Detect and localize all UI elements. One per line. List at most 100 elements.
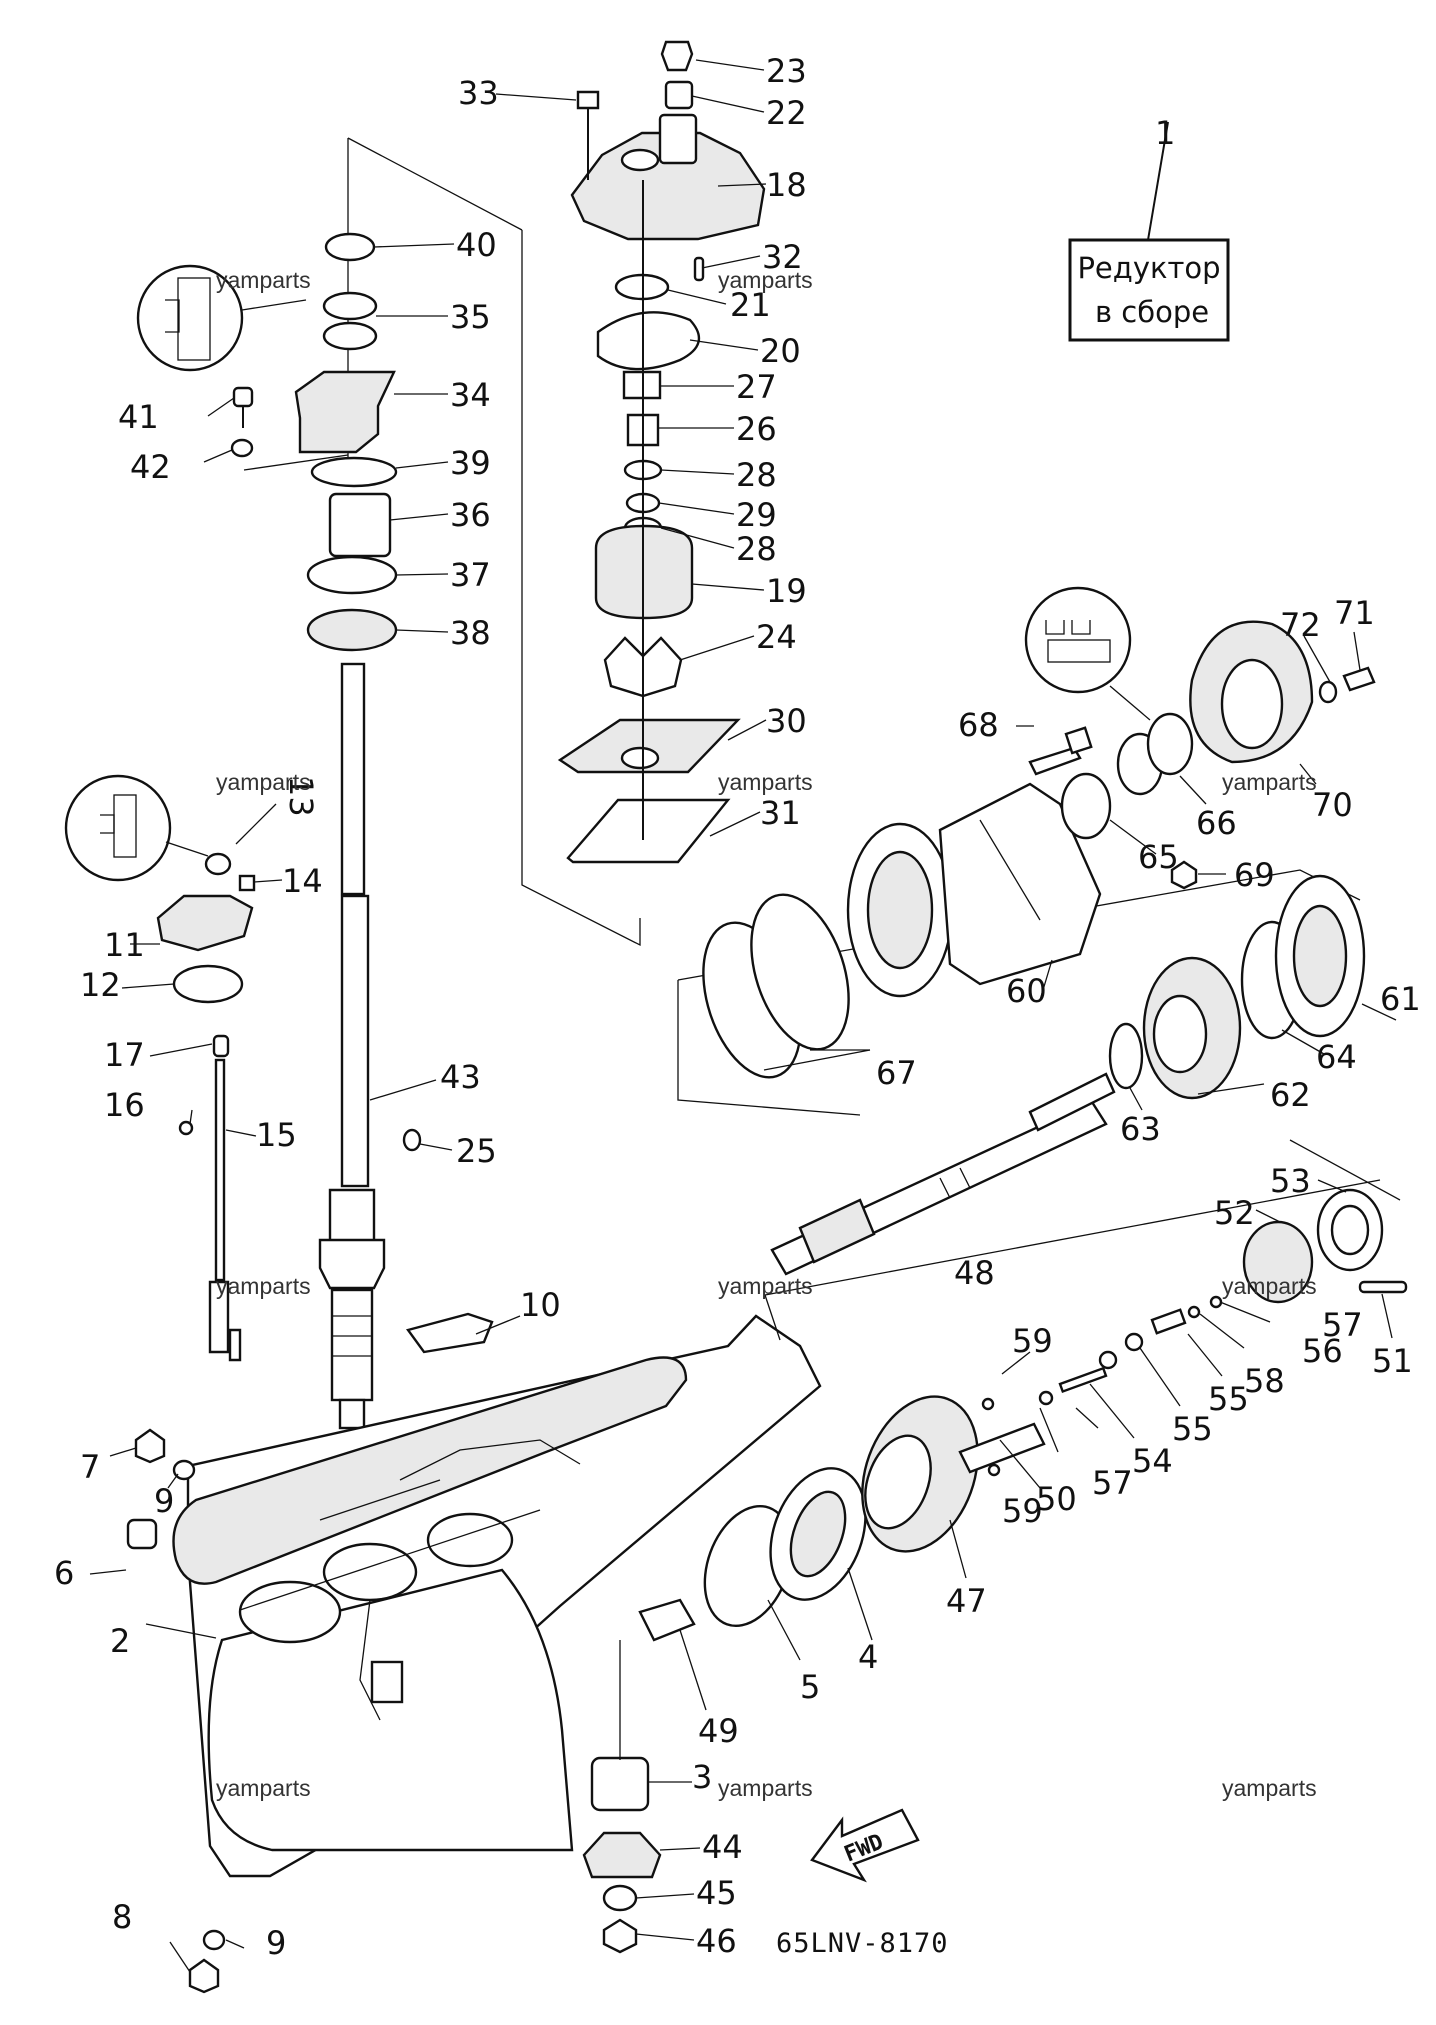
- gasket-9b: [202, 1929, 226, 1951]
- assembly-box: Редуктор в сборе: [1068, 121, 1230, 342]
- part-label-28a: 28: [736, 456, 777, 494]
- part-label-61: 61: [1380, 980, 1421, 1018]
- watermark: yamparts: [1222, 1273, 1317, 1299]
- drive-shaft-parts: [136, 232, 422, 1430]
- part-label-65: 65: [1138, 838, 1179, 876]
- part-label-46: 46: [696, 1922, 737, 1960]
- part-label-34: 34: [450, 376, 491, 414]
- watermark: yamparts: [216, 769, 311, 795]
- part-label-56: 56: [1302, 1332, 1343, 1370]
- outer-plate-30: [557, 718, 741, 774]
- part-label-43: 43: [440, 1058, 481, 1096]
- seal-66b: [1146, 712, 1194, 776]
- o-ring-12: [172, 964, 244, 1004]
- watermark: yamparts: [718, 267, 813, 293]
- group-outline-drive-shaft: [243, 137, 641, 947]
- part-label-8: 8: [112, 1898, 132, 1936]
- part-label-13: 13: [282, 776, 320, 817]
- part-label-15: 15: [256, 1116, 297, 1154]
- grommet-10: [406, 1312, 494, 1354]
- part-label-70: 70: [1312, 786, 1353, 824]
- o-ring-67b: [750, 893, 850, 1051]
- pin-59a: [981, 1397, 995, 1411]
- part-label-1: 1: [1155, 114, 1175, 152]
- plug-8: [188, 1958, 220, 1994]
- boot-11: [156, 894, 254, 952]
- watermarks: yamparts yamparts yamparts yamparts yamp…: [216, 267, 1317, 1801]
- plug-69: [1170, 860, 1198, 890]
- part-label-71: 71: [1334, 594, 1375, 632]
- detail-circle-13: [64, 774, 172, 882]
- bolt-14: [238, 874, 256, 892]
- pin-25: [402, 1128, 422, 1152]
- grommet-23: [660, 40, 694, 72]
- part-label-58: 58: [1244, 1362, 1285, 1400]
- propeller-shaft-48: [770, 1072, 1116, 1276]
- fwd-arrow: FWD: [810, 1808, 920, 1883]
- part-label-53: 53: [1270, 1162, 1311, 1200]
- washer-55a: [1098, 1350, 1118, 1370]
- cap-6: [126, 1518, 158, 1550]
- watermark: yamparts: [718, 1775, 813, 1801]
- sleeve-22: [664, 80, 694, 110]
- part-label-48: 48: [954, 1254, 995, 1292]
- spring-58: [1150, 1308, 1187, 1335]
- watermark: yamparts: [1222, 1775, 1317, 1801]
- part-label-35: 35: [450, 298, 491, 336]
- part-label-50: 50: [1036, 1480, 1077, 1518]
- water-pump-parts: [557, 40, 766, 864]
- part-label-60: 60: [1006, 972, 1047, 1010]
- bearing-3: [590, 1756, 650, 1812]
- part-label-55b: 55: [1208, 1380, 1249, 1418]
- part-label-32: 32: [762, 238, 803, 276]
- bushing-38: [306, 608, 398, 652]
- clip-16: [178, 1120, 194, 1136]
- part-label-31: 31: [760, 794, 801, 832]
- o-ring-39: [310, 456, 398, 488]
- part-label-26: 26: [736, 410, 777, 448]
- part-label-57a: 57: [1092, 1464, 1133, 1502]
- needle-bearing-65: [1060, 772, 1112, 840]
- part-label-27: 27: [736, 368, 777, 406]
- part-label-45: 45: [696, 1874, 737, 1912]
- dog-clutch-50: [958, 1422, 1046, 1474]
- part-label-19: 19: [766, 572, 807, 610]
- watermark: yamparts: [216, 1273, 311, 1299]
- part-label-66: 66: [1196, 804, 1237, 842]
- part-label-14: 14: [282, 862, 323, 900]
- pinion-parts: [582, 1640, 662, 1954]
- part-label-54: 54: [1132, 1442, 1173, 1480]
- part-label-69: 69: [1234, 856, 1275, 894]
- part-label-68: 68: [958, 706, 999, 744]
- watermark: yamparts: [216, 1775, 311, 1801]
- pin-59b: [987, 1463, 1001, 1477]
- bolt-33: [576, 90, 600, 110]
- part-label-5: 5: [800, 1668, 820, 1706]
- part-label-10: 10: [520, 1286, 561, 1324]
- part-label-4: 4: [858, 1638, 878, 1676]
- seal-35a: [322, 291, 378, 321]
- diagram-code: 65LNV-8170: [776, 1928, 949, 1959]
- washer-42: [230, 438, 254, 458]
- plug-7: [134, 1428, 166, 1464]
- part-label-57b: 57: [1322, 1306, 1363, 1344]
- pinion-44: [582, 1831, 662, 1879]
- part-label-67: 67: [876, 1054, 917, 1092]
- part-label-36: 36: [450, 496, 491, 534]
- spring-57a: [1038, 1390, 1054, 1406]
- shift-rod-parts: [64, 774, 256, 1362]
- part-label-22: 22: [766, 94, 807, 132]
- part-label-6: 6: [54, 1554, 74, 1592]
- shift-rod-15: [214, 1058, 226, 1282]
- part-label-7: 7: [80, 1448, 100, 1486]
- propeller-shaft-parts: [638, 1280, 1408, 1642]
- casing-small-parts: [126, 1312, 494, 1994]
- part-label-30: 30: [766, 702, 807, 740]
- part-label-51: 51: [1372, 1342, 1413, 1380]
- bolt-71: [1342, 666, 1376, 692]
- part-label-55a: 55: [1172, 1410, 1213, 1448]
- part-label-72: 72: [1280, 606, 1321, 644]
- pin-17: [212, 1034, 230, 1058]
- washer-72: [1318, 680, 1338, 704]
- bearing-housing-parts: [702, 586, 1384, 1304]
